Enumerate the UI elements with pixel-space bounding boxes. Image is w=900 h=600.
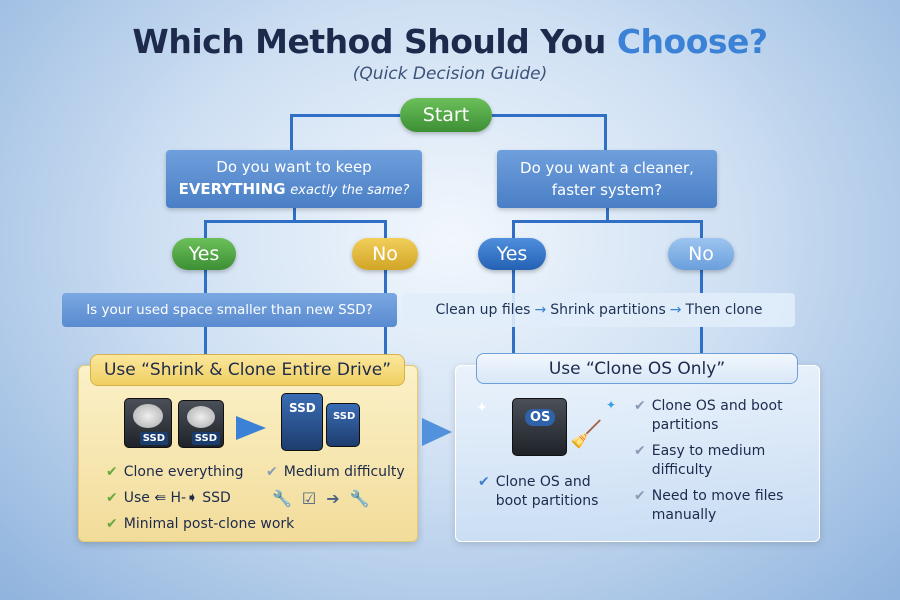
page-title: Which Method Should You Choose?	[132, 22, 768, 61]
hdd-icon: SSD	[124, 398, 172, 448]
clone-os-header: Use “Clone OS Only”	[476, 353, 798, 384]
feature-item: ✔Easy to medium difficulty	[634, 443, 766, 478]
difficulty-item: ✔Medium difficulty	[266, 464, 405, 480]
connector	[604, 114, 607, 150]
connector	[384, 220, 387, 238]
cleanup-steps: Clean up files→ Shrink partitions→ Then …	[403, 293, 795, 327]
connector	[512, 220, 515, 238]
left-yes-node: Yes	[172, 238, 236, 270]
feature-item: ✔Need to move files manually	[634, 488, 784, 523]
tools-icon: 🔧☑➔🔧	[272, 489, 380, 508]
broom-icon: 🧹	[570, 420, 603, 450]
sparkle-icon: ✦	[606, 398, 617, 412]
connector	[700, 220, 703, 238]
right-yes-node: Yes	[478, 238, 546, 270]
feature-item: ✔Clone OS and boot partitions	[634, 398, 783, 433]
feature-item: ✔Use ⇚ H-➧ SSD	[106, 490, 231, 506]
connector	[293, 208, 296, 222]
left-no-node: No	[352, 238, 418, 270]
used-space-question: Is your used space smaller than new SSD?	[62, 293, 397, 327]
shrink-clone-panel	[78, 365, 418, 542]
connector	[606, 208, 609, 222]
right-no-node: No	[668, 238, 734, 270]
shrink-clone-header: Use “Shrink & Clone Entire Drive”	[90, 354, 405, 386]
connector	[492, 114, 606, 117]
connector	[290, 114, 400, 117]
feature-item: ✔Clone OS and boot partitions	[478, 474, 599, 509]
connector	[204, 220, 386, 223]
connector	[700, 270, 703, 293]
arrow-right-icon	[422, 418, 452, 446]
subtitle: (Quick Decision Guide)	[352, 64, 548, 84]
sparkle-icon: ✦	[476, 400, 488, 416]
os-drive-icon: OS	[512, 398, 567, 456]
connector	[204, 327, 207, 355]
connector	[204, 220, 207, 238]
start-node: Start	[400, 98, 492, 132]
feature-item: ✔Clone everything	[106, 464, 244, 480]
ssd-icon: SSD	[326, 403, 360, 447]
keep-everything-question: Do you want to keep EVERYTHING exactly t…	[166, 150, 422, 208]
hdd-icon: SSD	[178, 400, 224, 448]
connector	[290, 114, 293, 150]
feature-item: ✔Minimal post-clone work	[106, 516, 295, 532]
cleaner-system-question: Do you want a cleaner, faster system?	[497, 150, 717, 208]
connector	[204, 270, 207, 293]
connector	[512, 220, 702, 223]
ssd-icon: SSD	[281, 393, 323, 451]
connector	[700, 327, 703, 353]
arrow-right-icon	[236, 416, 266, 440]
